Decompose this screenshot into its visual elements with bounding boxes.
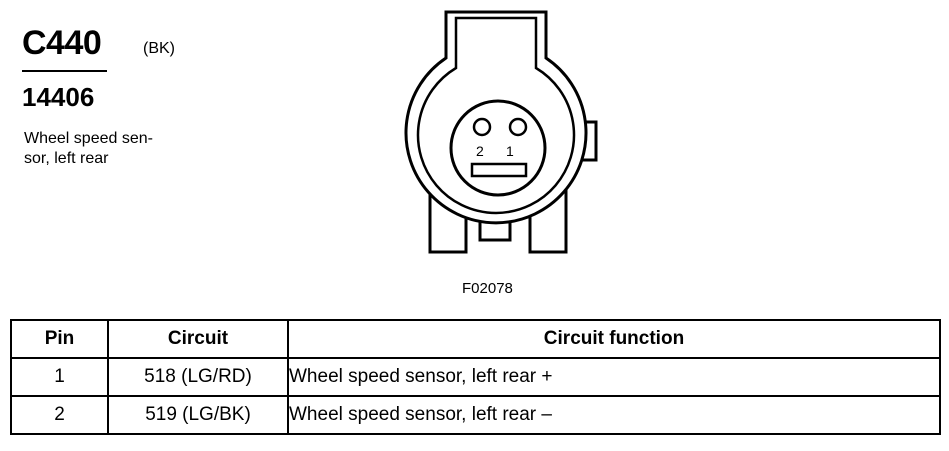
connector-key-bar bbox=[470, 162, 528, 178]
cell-pin: 2 bbox=[10, 395, 109, 435]
pinout-table: Pin Circuit Circuit function 1 518 (LG/R… bbox=[10, 319, 941, 435]
cell-function: Wheel speed sensor, left rear + bbox=[287, 357, 941, 397]
part-number: 14406 bbox=[22, 82, 95, 112]
cell-function: Wheel speed sensor, left rear – bbox=[287, 395, 941, 435]
pin-1-hole bbox=[508, 117, 528, 137]
figure-id: F02078 bbox=[462, 280, 513, 297]
connector-id: C440 bbox=[22, 24, 102, 62]
connector-face-diagram: 2 1 bbox=[404, 10, 598, 254]
header-circuit-function: Circuit function bbox=[287, 319, 941, 359]
cell-pin: 1 bbox=[10, 357, 109, 397]
table-header-row: Pin Circuit Circuit function bbox=[10, 319, 941, 359]
cell-circuit: 518 (LG/RD) bbox=[107, 357, 289, 397]
header-pin: Pin bbox=[10, 319, 109, 359]
cell-circuit: 519 (LG/BK) bbox=[107, 395, 289, 435]
pin-2-label: 2 bbox=[476, 143, 484, 159]
pin-1-label: 1 bbox=[506, 143, 514, 159]
title-divider bbox=[22, 70, 107, 72]
connector-right-leg bbox=[528, 185, 568, 254]
connector-color: (BK) bbox=[143, 40, 175, 57]
pin-cavity bbox=[449, 99, 547, 197]
header-circuit: Circuit bbox=[107, 319, 289, 359]
connector-description: Wheel speed sen- sor, left rear bbox=[24, 130, 153, 167]
pin-2-hole bbox=[472, 117, 492, 137]
table-row: 1 518 (LG/RD) Wheel speed sensor, left r… bbox=[10, 357, 941, 397]
table-row: 2 519 (LG/BK) Wheel speed sensor, left r… bbox=[10, 395, 941, 435]
